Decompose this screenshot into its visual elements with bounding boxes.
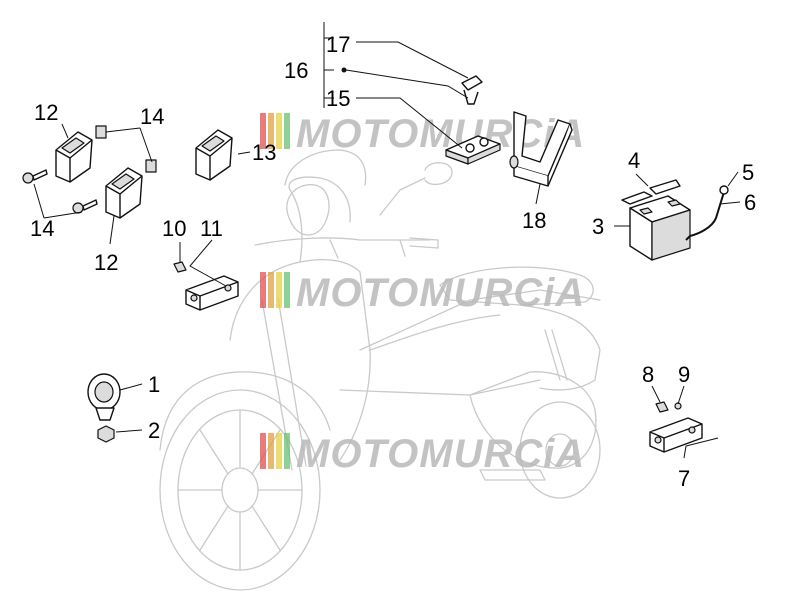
- callout-10: 10: [162, 216, 186, 241]
- screw-14-part: [22, 169, 98, 214]
- callout-5: 5: [742, 160, 754, 185]
- callout-1: 1: [148, 372, 160, 397]
- callout-19: 18: [522, 208, 546, 233]
- watermark-text: MOTOMURCiA: [296, 271, 585, 315]
- fuse-box-part: [445, 135, 501, 165]
- callout-8: 8: [642, 362, 654, 387]
- callout-4: 4: [628, 148, 640, 173]
- relay-13-part: [195, 129, 233, 181]
- callout-13: 13: [252, 140, 276, 165]
- battery-part: [629, 195, 691, 261]
- watermark-logo-top: MOTOMURCiA: [260, 112, 585, 156]
- horn-part: [87, 373, 121, 421]
- callout-3: 3: [592, 214, 604, 239]
- watermark-stripe: [284, 433, 290, 469]
- nut-part: [97, 425, 115, 443]
- callout-12-upper: 12: [34, 100, 58, 125]
- watermark: MOTOMURCiA MOTOMURCiA MOTOMURCiA: [260, 112, 585, 476]
- fuse-holder-part: [461, 75, 483, 105]
- watermark-stripe: [276, 113, 282, 149]
- bracket-19-part: [509, 111, 573, 187]
- watermark-stripe: [276, 272, 282, 308]
- watermark-stripe: [260, 433, 266, 469]
- watermark-stripe: [260, 272, 266, 308]
- battery-strap-part: [621, 179, 681, 205]
- callout-9: 9: [678, 362, 690, 387]
- watermark-logo-bottom: MOTOMURCiA: [260, 432, 585, 476]
- callout-12-lower: 12: [94, 250, 118, 275]
- watermark-text: MOTOMURCiA: [296, 432, 585, 476]
- watermark-stripe: [260, 113, 266, 149]
- callout-11: 11: [200, 216, 223, 241]
- callout-18: 17: [326, 32, 350, 57]
- watermark-stripe: [268, 272, 274, 308]
- callout-2: 2: [148, 418, 160, 443]
- callout-labels: 17 16 15 18 12 14 13 14 12 10 11 4 3 5 6…: [30, 32, 756, 491]
- scooter-outline: [159, 149, 601, 591]
- bracket-10-part: [173, 261, 239, 311]
- watermark-logo-middle: MOTOMURCiA: [260, 271, 585, 315]
- callout-7: 7: [678, 466, 690, 491]
- battery-cable-part: [685, 185, 729, 241]
- watermark-text: MOTOMURCiA: [296, 112, 585, 156]
- watermark-stripe: [276, 433, 282, 469]
- callout-16: 16: [284, 58, 308, 83]
- callout-15: 14: [140, 104, 164, 129]
- watermark-stripe: [268, 113, 274, 149]
- callout-6: 6: [744, 190, 756, 215]
- callout-14: 14: [30, 216, 54, 241]
- watermark-stripe: [268, 433, 274, 469]
- relay-upper-part: [55, 131, 93, 183]
- leader-lines: [33, 22, 741, 459]
- watermark-stripe: [284, 113, 290, 149]
- relay-lower-part: [105, 167, 143, 219]
- watermark-stripe: [284, 272, 290, 308]
- callout-17: 15: [326, 86, 350, 111]
- bracket-7-part: [649, 401, 703, 453]
